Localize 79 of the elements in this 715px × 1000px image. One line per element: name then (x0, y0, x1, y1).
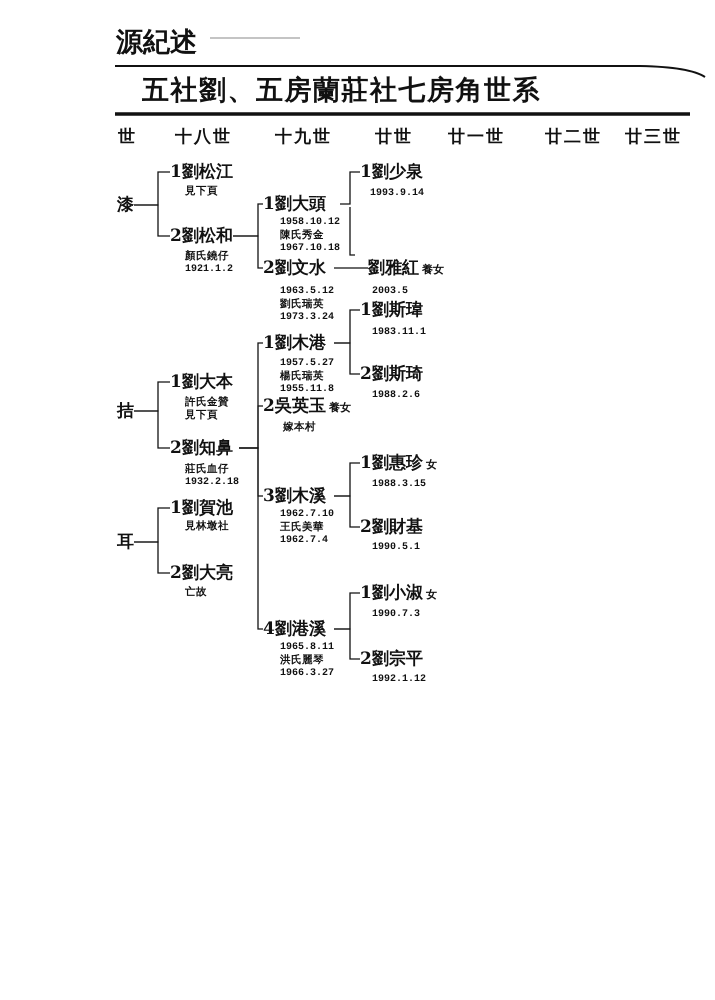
connector-line (334, 628, 360, 660)
generation-heading: 廿一世 (448, 127, 505, 147)
generation-heading: 世 (118, 127, 137, 147)
date-text: 1993.9.14 (370, 187, 424, 200)
connector-line (239, 447, 263, 630)
date-text: 1958.10.12 (280, 216, 340, 229)
date-text: 1963.5.12 (280, 285, 334, 298)
relation-note: 養女 (328, 401, 351, 414)
person-name: 2劉文水 (263, 258, 326, 278)
spouse-name: 王氏美華 (280, 521, 324, 534)
generation-heading: 廿三世 (625, 127, 682, 147)
person-name: 拮 (117, 401, 134, 421)
connector-line (134, 541, 170, 574)
person-name: 1劉斯瑋 (360, 300, 423, 320)
spouse-name: 莊氏血仔 (185, 463, 229, 476)
note-text: 亡故 (185, 586, 207, 599)
person-name: 1劉大頭 (263, 194, 326, 214)
relation-note: 女 (426, 458, 437, 471)
relation-note: 女 (426, 588, 437, 601)
date-text: 1955.11.8 (280, 383, 334, 396)
note-text: 見下頁 (185, 185, 218, 198)
generation-heading: 廿世 (375, 127, 413, 147)
spouse-name: 洪氏麗琴 (280, 654, 324, 667)
date-text: 1990.5.1 (372, 541, 420, 554)
person-name: 漆 (117, 195, 134, 215)
person-name: 2劉大亮 (170, 563, 233, 583)
date-text: 1973.3.24 (280, 311, 334, 324)
date-text: 1967.10.18 (280, 242, 340, 255)
spouse-name: 顏氏鐃仔 (185, 250, 229, 263)
person-name: 3劉木溪 (263, 486, 326, 506)
person-name: 1劉小淑 (360, 583, 423, 603)
person-name: 1劉少泉 (360, 162, 423, 182)
connector-line (134, 410, 170, 449)
date-text: 1957.5.27 (280, 357, 334, 370)
date-text: 1966.3.27 (280, 667, 334, 680)
spouse-name: 陳氏秀金 (280, 229, 324, 242)
person-name: 劉雅紅 (368, 258, 419, 278)
person-name: 2劉宗平 (360, 649, 423, 669)
running-header: 源紀述 (116, 28, 197, 58)
person-name: 1劉松江 (170, 162, 233, 182)
connector-line (334, 267, 368, 269)
person-name: 耳 (117, 532, 134, 552)
generation-heading: 廿二世 (545, 127, 602, 147)
note-text: 見下頁 (185, 409, 218, 422)
person-name: 2劉斯琦 (360, 364, 423, 384)
relation-note: 養女 (422, 263, 444, 276)
connector-line (334, 495, 360, 528)
person-name: 1劉大本 (170, 372, 233, 392)
person-name: 4劉港溪 (263, 619, 326, 639)
note-text: 嫁本村 (283, 421, 316, 434)
date-text: 1962.7.4 (280, 534, 328, 547)
connector-line (134, 204, 170, 237)
date-text: 1990.7.3 (372, 608, 420, 621)
date-text: 1988.2.6 (372, 389, 420, 402)
connector-line (340, 171, 360, 205)
person-name: 2劉知鼻 (170, 438, 233, 458)
generation-heading: 十九世 (275, 127, 332, 147)
person-name: 2吳英玉 (263, 396, 326, 416)
date-text: 1921.1.2 (185, 263, 234, 276)
person-name: 2劉松和 (170, 226, 233, 246)
date-text: 1932.2.18 (185, 476, 240, 489)
date-text: 1983.11.1 (372, 326, 426, 339)
person-name: 2劉財基 (360, 517, 423, 537)
generation-heading: 十八世 (175, 127, 232, 147)
spouse-name: 許氏金贊 (185, 396, 229, 409)
note-text: 見林墩社 (185, 520, 229, 533)
connector-line (233, 235, 263, 269)
spouse-name: 楊氏瑞英 (280, 370, 324, 383)
date-text: 1965.8.11 (280, 641, 334, 654)
person-name: 1劉賀池 (170, 498, 233, 518)
person-name: 1劉木港 (263, 333, 326, 353)
spouse-name: 劉氏瑞英 (280, 298, 324, 311)
date-text: 1992.1.12 (372, 673, 426, 686)
person-name: 1劉惠珍 (360, 453, 423, 473)
page-title: 五社劉、五房蘭莊社七房角世系 (142, 74, 541, 108)
date-text: 1962.7.10 (280, 508, 334, 520)
connector-line (334, 342, 360, 375)
date-text: 1988.3.15 (372, 478, 426, 491)
date-text: 2003.5 (372, 285, 408, 298)
